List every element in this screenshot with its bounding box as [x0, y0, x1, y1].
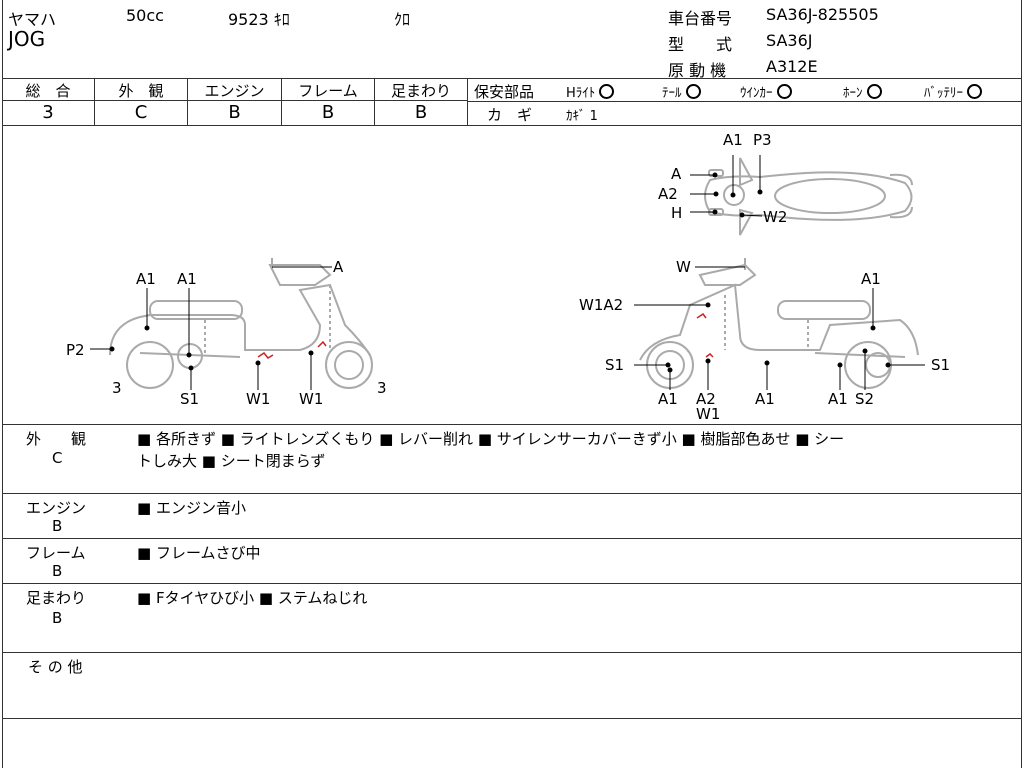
remark-label: そ の 他: [28, 658, 83, 676]
diag-left-p2: P2: [66, 341, 85, 359]
frame-no: SA36J-825505: [766, 5, 879, 24]
remark-text-line: ■ フレームさび中: [137, 544, 261, 562]
remark-grade: C: [52, 449, 63, 467]
displacement: 50cc: [126, 6, 164, 25]
type-value: SA36J: [766, 31, 813, 50]
diag-top-a1: A1: [723, 131, 743, 149]
diag-right-a1-seat: A1: [861, 270, 881, 288]
mileage: 9523 ｷﾛ: [228, 10, 290, 29]
circle-icon: [599, 84, 615, 99]
remark-text-line: トしみ大 ■ シート閉まらず: [137, 452, 326, 470]
left-view-scooter: [109, 258, 373, 389]
grade-frame: B: [321, 102, 335, 123]
diag-left-a: A: [333, 258, 344, 276]
diag-right-a1-rear: A1: [828, 390, 848, 408]
remark-text-line: ■ 各所きず ■ ライトレンズくもり ■ レバー削れ ■ サイレンサーカバーきず…: [137, 430, 845, 448]
safety-item-headlight: Hﾗｲﾄ: [566, 82, 615, 101]
diag-right-s1-rear: S1: [931, 356, 951, 374]
remark-text-line: ■ Fタイヤひび小 ■ ステムねじれ: [137, 589, 368, 607]
grade-header-exterior: 外 観: [118, 82, 164, 100]
safety-item-horn: ﾎｰﾝ: [843, 82, 882, 101]
diag-top-w2: W2: [763, 208, 788, 226]
color: ｸﾛ: [394, 10, 411, 29]
diag-left-w1-a: W1: [246, 390, 271, 408]
type-label: 型 式: [668, 35, 733, 54]
remark-label: 足まわり: [26, 589, 87, 607]
diag-left-w1-b: W1: [299, 390, 324, 408]
safety-item-battery: ﾊﾞｯﾃﾘｰ: [924, 82, 982, 101]
model-name: JOG: [8, 27, 46, 51]
circle-icon: [776, 84, 792, 99]
diag-right-w1a2: W1A2: [579, 296, 624, 314]
diag-left-grade-front: 3: [377, 379, 387, 397]
diag-top-a2: A2: [658, 185, 678, 203]
grade-header-suspension: 足まわり: [390, 82, 451, 100]
grade-header-overall: 総 合: [25, 82, 71, 100]
diag-left-a1-seat: A1: [136, 270, 156, 288]
diag-top-a: A: [671, 165, 682, 183]
remark-label: 外 観: [26, 430, 87, 448]
circle-icon: [967, 84, 982, 99]
diag-right-s2: S2: [855, 390, 875, 408]
diag-right-w1: W1: [696, 405, 721, 423]
diag-right-w: W: [676, 258, 691, 276]
maker: ヤマハ: [8, 10, 57, 29]
diag-left-a1-wheel: A1: [177, 270, 197, 288]
diag-left-s1: S1: [180, 390, 200, 408]
damage-marks: [257, 312, 714, 359]
diag-right-a1-wheel: A1: [658, 390, 678, 408]
diag-right-s1-front: S1: [605, 356, 625, 374]
diag-top-p3: P3: [753, 131, 772, 149]
grade-engine: B: [228, 102, 241, 123]
safety-item-tail: ﾃｰﾙ: [662, 82, 701, 101]
safety-label: 保安部品: [474, 83, 535, 101]
remark-text-line: ■ エンジン音小: [137, 499, 246, 517]
diag-top-h: H: [671, 204, 683, 222]
engine-label: 原 動 機: [668, 61, 727, 80]
grade-exterior: C: [134, 102, 148, 123]
top-view-scooter: [704, 157, 913, 236]
frame-no-label: 車台番号: [668, 9, 733, 28]
remark-grade: B: [52, 517, 63, 535]
key-label: カ ギ: [487, 106, 533, 124]
grade-header-engine: エンジン: [204, 82, 265, 100]
key-value: ｶｷﾞ 1: [566, 109, 598, 124]
diag-left-grade-rear: 3: [112, 379, 122, 397]
remark-label: エンジン: [26, 499, 87, 517]
circle-icon: [685, 84, 701, 99]
grade-suspension: B: [414, 102, 428, 123]
scooter-diagram: [90, 155, 925, 390]
safety-item-winker: ｳｲﾝｶｰ: [740, 82, 792, 101]
engine-value: A312E: [766, 57, 818, 76]
grade-overall: 3: [42, 102, 54, 123]
circle-icon: [866, 84, 882, 99]
diag-right-a2: A2: [696, 390, 716, 408]
remark-grade: B: [52, 609, 63, 627]
remark-grade: B: [52, 562, 63, 580]
grade-header-frame: フレーム: [298, 82, 358, 100]
diag-right-a1-floor: A1: [755, 390, 775, 408]
remark-label: フレーム: [26, 544, 86, 562]
